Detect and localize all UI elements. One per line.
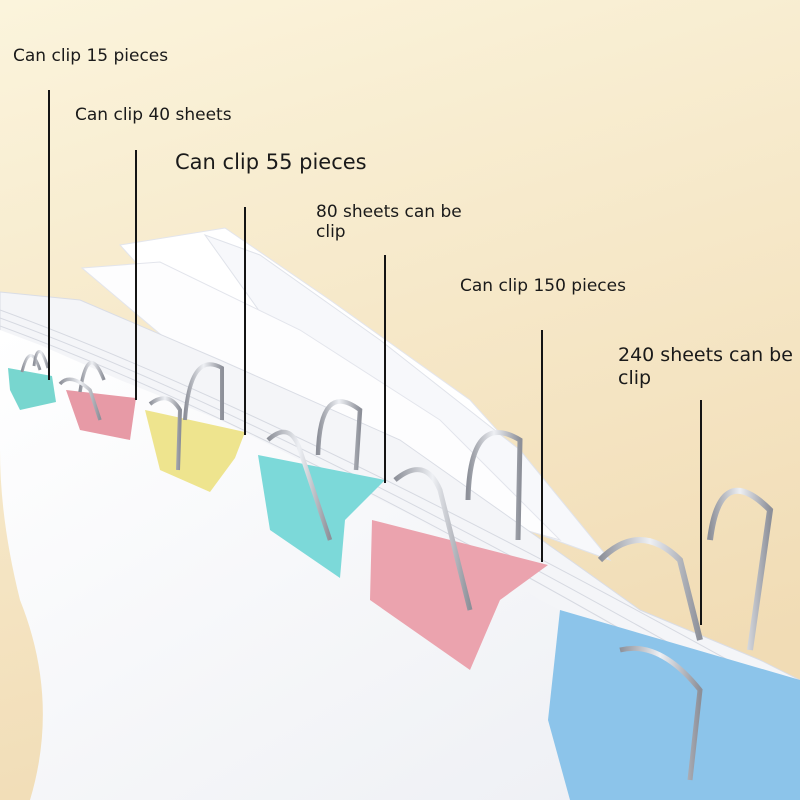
caption-80-sheets: 80 sheets can be clip bbox=[316, 202, 462, 243]
caption-40-sheets: Can clip 40 sheets bbox=[75, 105, 232, 125]
leader-line-40 bbox=[135, 150, 137, 400]
binder-clip-teal bbox=[8, 350, 56, 410]
binder-clip-rose bbox=[370, 430, 548, 670]
leader-line-240 bbox=[700, 400, 702, 625]
leader-line-55 bbox=[244, 207, 246, 435]
caption-55-pieces: Can clip 55 pieces bbox=[175, 150, 367, 174]
leader-line-15 bbox=[48, 90, 50, 380]
paper-stack-back bbox=[0, 227, 800, 721]
binder-clip-yellow bbox=[145, 362, 245, 492]
binder-clip-pink-small bbox=[58, 360, 136, 440]
caption-15-pieces: Can clip 15 pieces bbox=[13, 46, 169, 66]
binder-clip-cyan bbox=[258, 399, 385, 578]
binder-clip-blue bbox=[548, 487, 800, 800]
leader-line-150 bbox=[541, 330, 543, 562]
leader-line-80 bbox=[384, 255, 386, 483]
caption-240-sheets: 240 sheets can be clip bbox=[618, 344, 793, 389]
caption-150-pieces: Can clip 150 pieces bbox=[460, 276, 626, 296]
